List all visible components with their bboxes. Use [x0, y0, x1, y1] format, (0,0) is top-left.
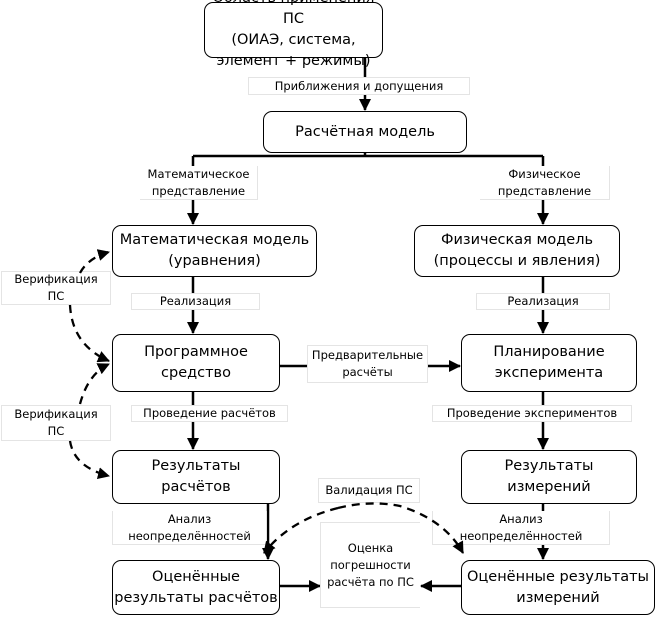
label-text: Оценка — [347, 540, 394, 555]
box-text: результаты расчётов — [114, 589, 278, 606]
box-text: измерений — [516, 589, 600, 606]
label-text: Верификация — [14, 272, 98, 286]
label-phys-repr: Физическое представление — [480, 166, 610, 200]
label-text: Проведение экспериментов — [446, 406, 618, 420]
box-text: средство — [161, 365, 231, 381]
box-text: Планирование — [493, 344, 605, 360]
label-uncertainty-left: Анализ неопределённостей — [112, 511, 267, 545]
label-text: Анализ — [167, 511, 212, 526]
label-text: Анализ — [499, 511, 543, 526]
box-text: эксперимента — [494, 365, 604, 381]
label-text: неопределённостей — [459, 528, 583, 543]
label-text: Реализация — [159, 294, 232, 308]
box-text: расчётов — [161, 479, 231, 495]
label-math-repr: Математическое представление — [140, 166, 258, 200]
label-implementation-right: Реализация — [476, 293, 610, 310]
label-preliminary-calcs: Предварительные расчёты — [307, 345, 428, 383]
box-text: измерений — [507, 479, 591, 495]
box-text: Расчётная модель — [295, 123, 435, 140]
box-text: Математическая модель — [119, 232, 310, 248]
label-validation: Валидация ПС — [318, 478, 420, 503]
box-scope: Область применения ПС (ОИАЭ, система, эле… — [204, 0, 383, 69]
box-phys-model: Физическая модель (процессы и явления) — [414, 225, 620, 277]
label-text: представление — [151, 183, 246, 198]
box-text: Оценённые — [152, 568, 240, 585]
box-text: Результаты — [504, 458, 594, 474]
label-text: расчёты — [342, 365, 393, 379]
label-text: расчёта по ПС — [327, 574, 414, 589]
box-math-model: Математическая модель (уравнения) — [112, 225, 317, 277]
label-text: Приближения и допущения — [274, 78, 444, 93]
box-estimated-meas-results: Оценённые результаты измерений — [461, 560, 655, 615]
label-run-calcs: Проведение расчётов — [131, 405, 288, 422]
label-text: Проведение расчётов — [143, 406, 276, 420]
box-calc-model: Расчётная модель — [263, 111, 467, 153]
box-text: Результаты — [151, 458, 241, 474]
label-text: погрешности — [330, 557, 411, 572]
label-text: представление — [497, 183, 592, 198]
label-text: Математическое — [147, 166, 250, 181]
box-text: Программное — [144, 344, 248, 360]
box-software: Программное средство — [112, 334, 280, 392]
box-text: (процессы и явления) — [433, 253, 601, 269]
label-error-estimate: Оценка погрешности расчёта по ПС — [320, 522, 420, 608]
label-text: Валидация ПС — [325, 483, 413, 497]
label-uncertainty-right: Анализ неопределённостей — [432, 511, 610, 545]
box-meas-results: Результаты измерений — [461, 450, 637, 504]
box-calc-results: Результаты расчётов — [112, 450, 280, 504]
label-run-experiments: Проведение экспериментов — [432, 405, 632, 422]
label-text: Предварительные — [311, 348, 424, 362]
box-text: (ОИАЭ, система, элемент + режимы) — [216, 32, 371, 69]
box-text: Область применения ПС — [212, 0, 374, 27]
label-approximations: Приближения и допущения — [248, 77, 470, 95]
box-text: Оценённые результаты — [466, 568, 649, 585]
box-planning: Планирование эксперимента — [461, 334, 637, 392]
box-text: (уравнения) — [168, 253, 261, 269]
label-text: Верификация — [14, 407, 98, 421]
box-estimated-calc-results: Оценённые результаты расчётов — [112, 560, 280, 615]
label-text: Физическое — [508, 166, 581, 181]
label-implementation-left: Реализация — [131, 293, 260, 310]
label-text: Реализация — [507, 294, 579, 308]
label-text: ПС — [47, 424, 65, 438]
box-text: Физическая модель — [440, 232, 594, 248]
label-text: ПС — [47, 289, 65, 303]
label-text: неопределённостей — [128, 528, 251, 543]
